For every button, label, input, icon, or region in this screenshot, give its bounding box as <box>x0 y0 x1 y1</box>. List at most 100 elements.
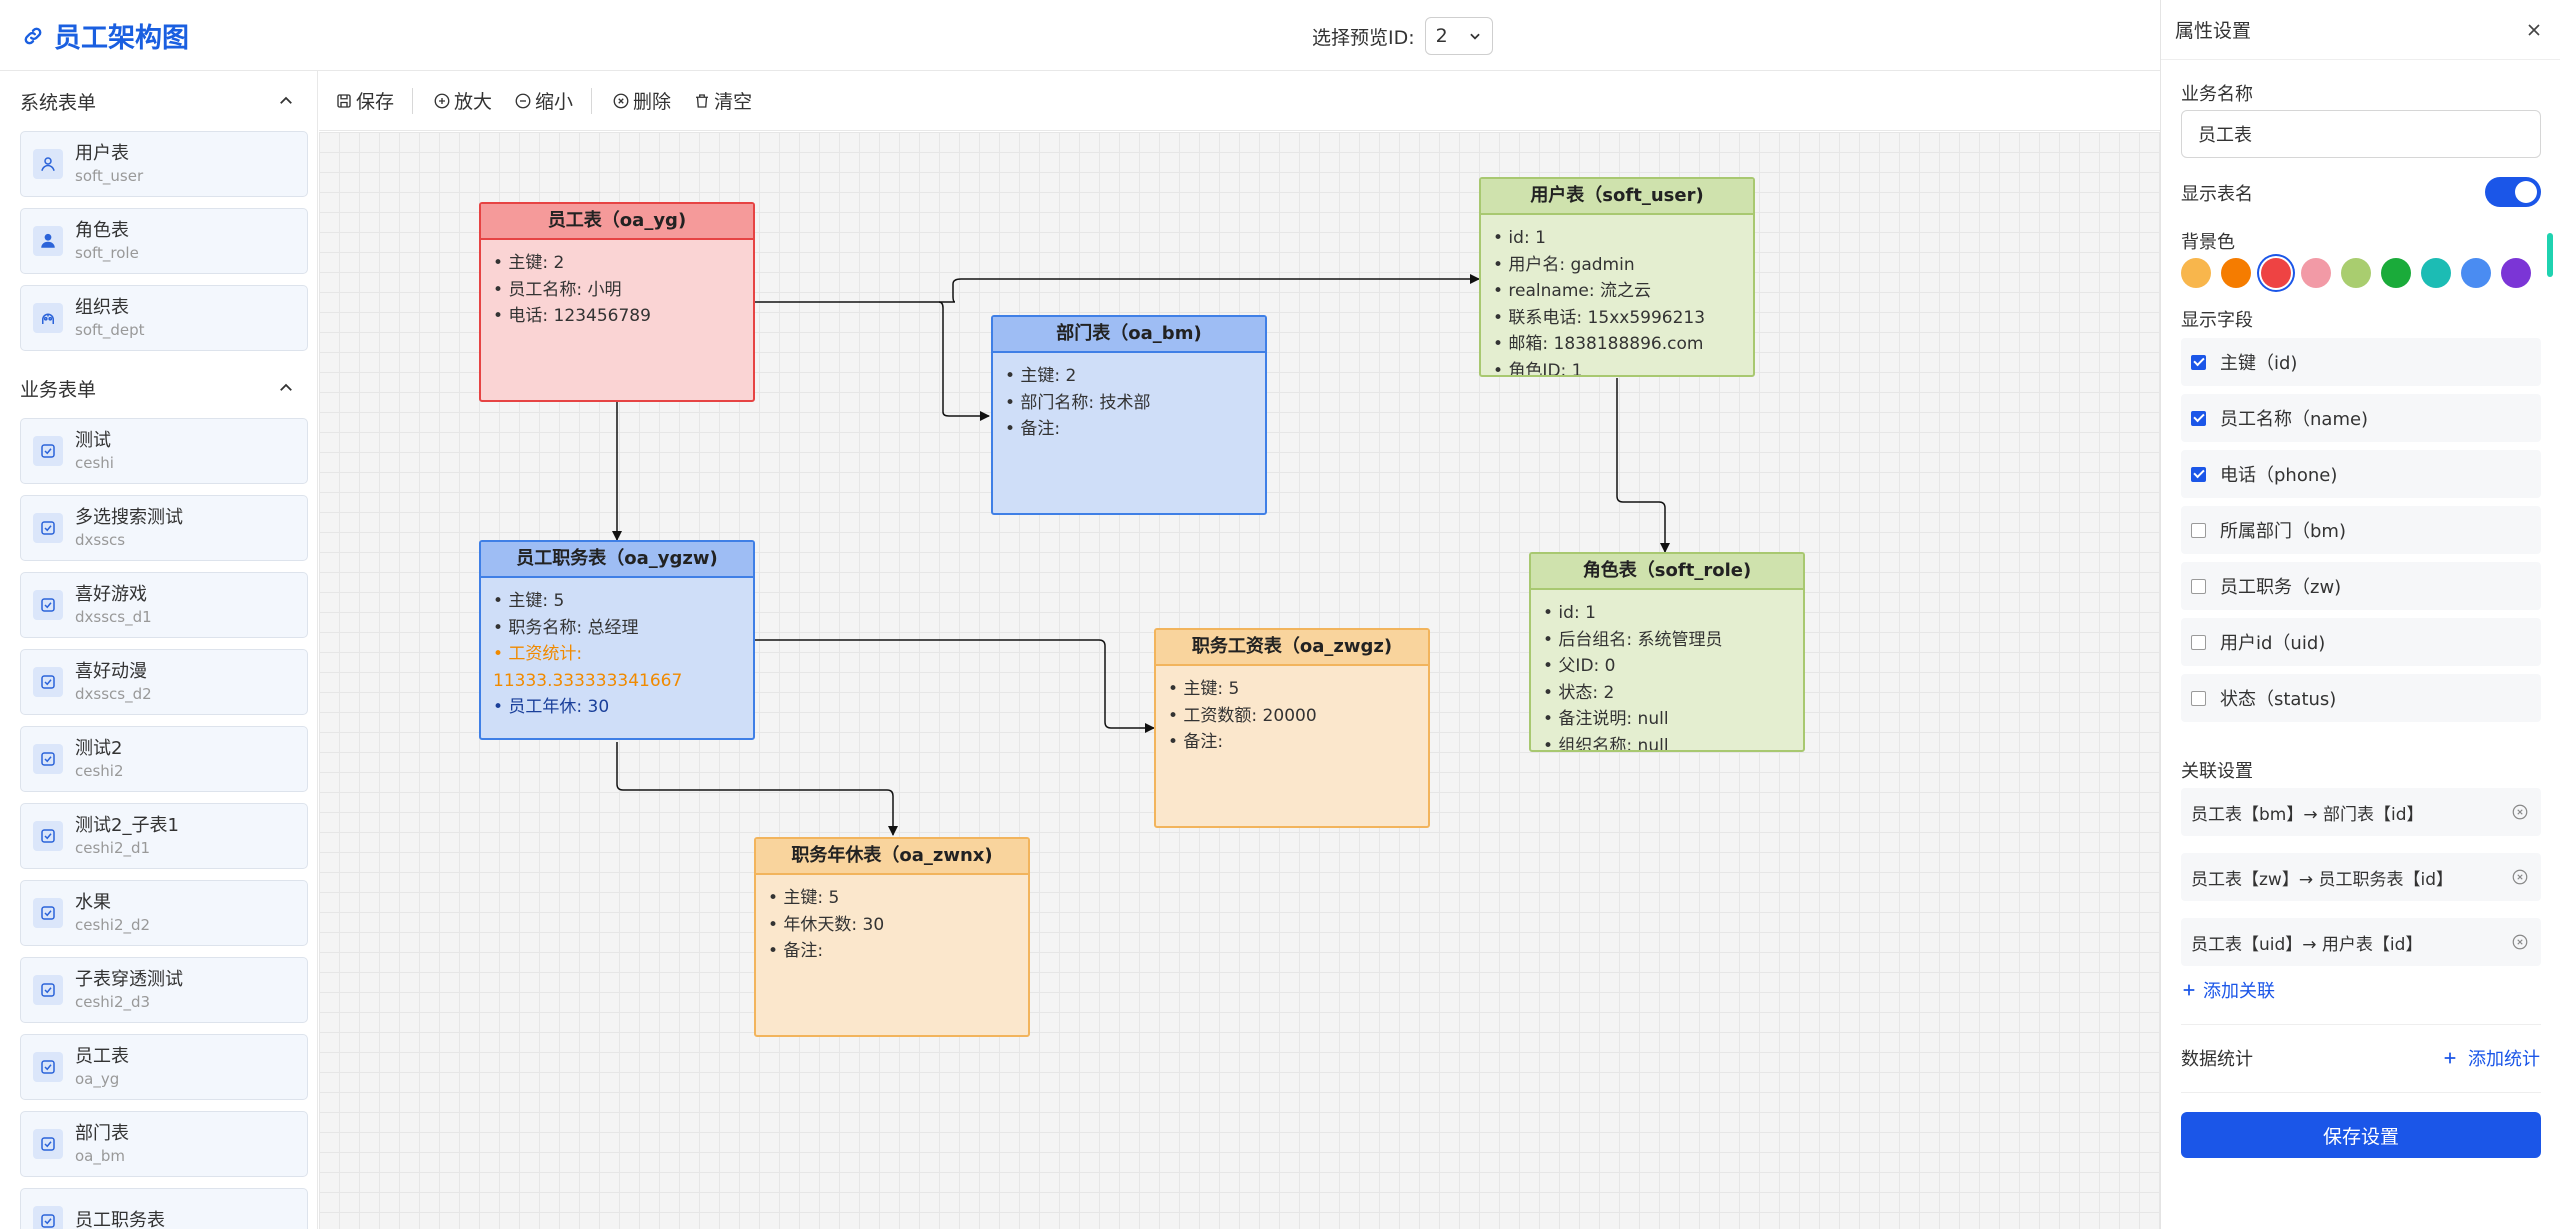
chevron-down-icon <box>1469 33 1480 40</box>
node-body: • 主键: 2 • 部门名称: 技术部 • 备注: <box>993 353 1265 453</box>
field-row[interactable]: 员工职务（zw) <box>2181 562 2541 610</box>
color-swatch[interactable] <box>2261 258 2291 288</box>
field-checkbox[interactable] <box>2191 634 2206 650</box>
field-label: 员工名称（name) <box>2220 409 2369 430</box>
panel-header: 属性设置 <box>2161 0 2560 60</box>
field-checkbox[interactable] <box>2191 410 2206 426</box>
add-stat-button[interactable]: 添加统计 <box>2442 1045 2540 1071</box>
link-yg-bm[interactable] <box>938 301 990 421</box>
form-icon <box>33 436 63 466</box>
close-circle-icon[interactable] <box>2511 868 2529 886</box>
diagram-canvas[interactable]: 员工表（oa_yg) • 主键: 2 • 员工名称: 小明 • 电话: 1234… <box>319 132 2160 1229</box>
color-swatch[interactable] <box>2221 258 2251 288</box>
zoom-out-button[interactable]: 缩小 <box>514 87 573 114</box>
form-icon <box>33 744 63 774</box>
add-relation-button[interactable]: 添加关联 <box>2181 977 2275 1003</box>
close-circle-icon[interactable] <box>2511 933 2529 951</box>
link-user-role[interactable] <box>1616 378 1670 553</box>
system-group-header[interactable]: 系统表单 <box>0 71 317 131</box>
save-icon <box>337 93 351 108</box>
zoom-in-button[interactable]: 放大 <box>433 87 492 114</box>
node-soft-user[interactable]: 用户表（soft_user) • id: 1 • 用户名: gadmin • r… <box>1479 177 1755 377</box>
clear-button[interactable]: 清空 <box>693 87 752 114</box>
node-oa-bm[interactable]: 部门表（oa_bm) • 主键: 2 • 部门名称: 技术部 • 备注: <box>991 315 1267 515</box>
link-ygzw-zwnx[interactable] <box>616 742 898 836</box>
link-yg-user[interactable] <box>755 274 1480 303</box>
color-swatch[interactable] <box>2381 258 2411 288</box>
fields-label: 显示字段 <box>2181 310 2253 331</box>
sidebar-item-label: 测试 <box>75 430 111 451</box>
delete-button[interactable]: 删除 <box>612 87 671 114</box>
close-circle-icon[interactable] <box>2511 803 2529 821</box>
color-swatch[interactable] <box>2461 258 2491 288</box>
field-row[interactable]: 电话（phone) <box>2181 450 2541 498</box>
color-swatches <box>2181 258 2531 288</box>
sidebar-item-sub: soft_role <box>75 244 139 262</box>
color-swatch[interactable] <box>2501 258 2531 288</box>
sidebar-item-sub: soft_dept <box>75 321 145 339</box>
node-field: • id: 1 <box>1543 603 1596 623</box>
biz-name-input[interactable]: 员工表 <box>2181 110 2541 158</box>
node-field-highlight: • 工资统计: 11333.333333341667 <box>493 644 683 691</box>
preview-id-select[interactable]: 2 <box>1424 17 1493 55</box>
color-swatch[interactable] <box>2421 258 2451 288</box>
node-oa-zwgz[interactable]: 职务工资表（oa_zwgz) • 主键: 5 • 工资数额: 20000 • 备… <box>1154 628 1430 828</box>
node-oa-ygzw[interactable]: 员工职务表（oa_ygzw) • 主键: 5 • 职务名称: 总经理 • 工资统… <box>479 540 755 740</box>
node-oa-yg[interactable]: 员工表（oa_yg) • 主键: 2 • 员工名称: 小明 • 电话: 1234… <box>479 202 755 402</box>
show-table-name-toggle[interactable] <box>2485 177 2541 207</box>
panel-scrollbar[interactable] <box>2547 233 2553 277</box>
node-soft-role[interactable]: 角色表（soft_role) • id: 1 • 后台组名: 系统管理员 • 父… <box>1529 552 1805 752</box>
header: 员工架构图 选择预览ID: 2 <box>0 0 2160 71</box>
save-settings-button[interactable]: 保存设置 <box>2181 1112 2541 1158</box>
color-swatch[interactable] <box>2181 258 2211 288</box>
node-title: 用户表（soft_user) <box>1481 179 1753 215</box>
color-swatch[interactable] <box>2301 258 2331 288</box>
field-row[interactable]: 员工名称（name) <box>2181 394 2541 442</box>
field-label: 用户id（uid) <box>2220 633 2326 654</box>
field-checkbox[interactable] <box>2191 466 2206 482</box>
field-row[interactable]: 状态（status) <box>2181 674 2541 722</box>
field-checkbox[interactable] <box>2191 522 2206 538</box>
color-swatch[interactable] <box>2341 258 2371 288</box>
plus-icon <box>2183 984 2195 996</box>
trash-icon <box>696 93 709 108</box>
field-label: 主键（id) <box>2220 353 2298 374</box>
preview-label: 选择预览ID: <box>1312 26 1415 49</box>
link-ygzw-zwgz[interactable] <box>755 639 1155 733</box>
field-row[interactable]: 所属部门（bm) <box>2181 506 2541 554</box>
sidebar-item-[interactable]: 员工职务表 <box>20 1188 308 1229</box>
node-field: • 主键: 2 <box>1005 366 1077 386</box>
sidebar-item-label: 员工表 <box>75 1046 129 1067</box>
divider <box>2181 1024 2541 1025</box>
close-icon[interactable] <box>2524 20 2544 40</box>
field-checkbox[interactable] <box>2191 690 2206 706</box>
save-button[interactable]: 保存 <box>335 87 394 114</box>
field-checkbox[interactable] <box>2191 578 2206 594</box>
field-checkbox[interactable] <box>2191 354 2206 370</box>
field-row[interactable]: 主键（id) <box>2181 338 2541 386</box>
business-group-header[interactable]: 业务表单 <box>0 358 317 418</box>
field-row[interactable]: 用户id（uid) <box>2181 618 2541 666</box>
node-oa-zwnx[interactable]: 职务年休表（oa_zwnx) • 主键: 5 • 年休天数: 30 • 备注: <box>754 837 1030 1037</box>
sidebar-item-sub: soft_user <box>75 167 144 185</box>
